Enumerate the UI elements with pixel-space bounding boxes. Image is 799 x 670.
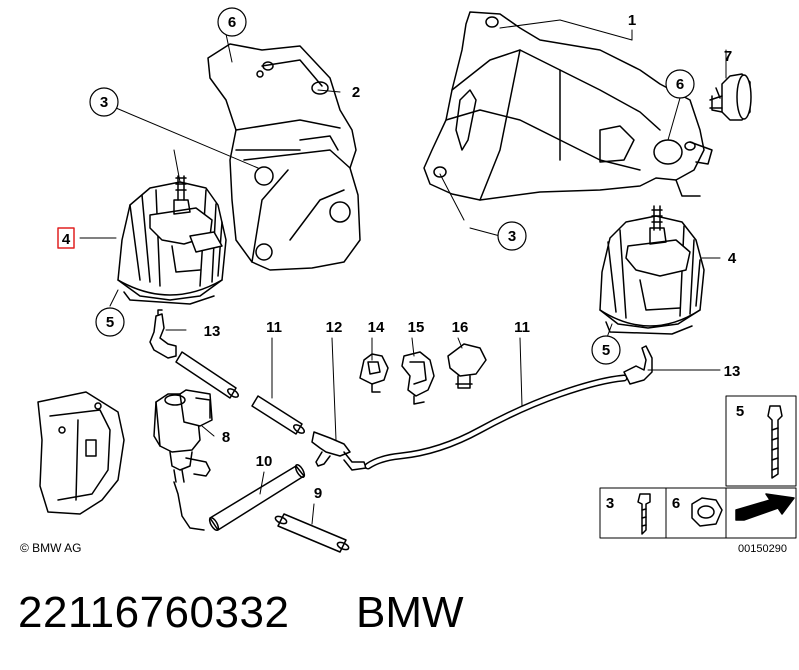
rubber-bushing: [709, 73, 752, 121]
clip-15: [401, 351, 435, 405]
hose-10: [208, 464, 306, 531]
clip-16: [447, 343, 487, 389]
callout-11-left: 11: [266, 319, 282, 336]
callout-4-right: 4: [728, 250, 737, 267]
hose-9: [274, 513, 350, 553]
callout-8: 8: [222, 429, 230, 446]
callout-13-right: 13: [724, 363, 741, 380]
callout-numbers: 6 2 3 4 5 1 7 6 3 4 5 13 11 12 14 15 16 …: [62, 12, 744, 512]
diagram-id: 00150290: [738, 543, 787, 555]
legend-number-3: 3: [606, 495, 614, 512]
engine-bracket-right: [423, 11, 713, 201]
solenoid-valve: [153, 389, 213, 531]
brand-name: BMW: [356, 588, 464, 637]
callout-1: 1: [628, 12, 636, 29]
callout-5-right: 5: [602, 342, 610, 359]
copyright-notice: © BMW AG: [20, 541, 82, 555]
hardware-legend: [599, 395, 797, 539]
callout-3-right: 3: [508, 228, 516, 245]
legend-number-5: 5: [736, 403, 744, 420]
callout-11-right: 11: [514, 319, 530, 336]
callout-16: 16: [452, 319, 469, 336]
tee-fitting: [311, 431, 367, 471]
callout-12: 12: [326, 319, 343, 336]
hose-nipple-left: [149, 309, 177, 359]
callout-3-left: 3: [100, 94, 108, 111]
legend-number-6: 6: [672, 495, 680, 512]
callout-2: 2: [352, 84, 360, 101]
leader-lines: [79, 19, 727, 525]
callout-7: 7: [724, 48, 732, 65]
callout-4-left: 4: [62, 231, 71, 248]
hose-long: [364, 374, 628, 470]
callout-14: 14: [368, 319, 385, 336]
callout-circles: [89, 7, 695, 365]
callout-6-top: 6: [228, 14, 236, 31]
engine-mount-right: [599, 205, 705, 335]
callout-13-left: 13: [204, 323, 221, 340]
callout-highlight-box: [57, 227, 75, 249]
clip-14: [359, 353, 389, 393]
heat-shield-bracket: [37, 391, 125, 515]
engine-mount-left: [117, 175, 227, 305]
callout-5-left: 5: [106, 314, 114, 331]
engine-bracket-left: [207, 43, 361, 271]
callout-6-right: 6: [676, 76, 684, 93]
hose-left: [175, 351, 305, 435]
part-number: 22116760332: [18, 588, 290, 637]
callout-15: 15: [408, 319, 425, 336]
hose-nipple-right: [623, 345, 653, 385]
callout-10: 10: [256, 453, 273, 470]
callout-9: 9: [314, 485, 322, 502]
